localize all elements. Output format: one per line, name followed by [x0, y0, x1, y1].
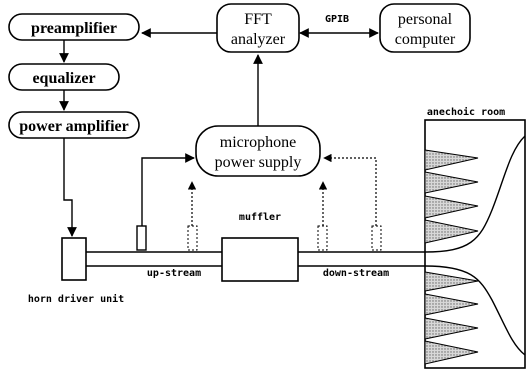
mic-label-line1: microphone — [220, 134, 296, 151]
preamplifier-block: preamplifier — [8, 13, 140, 41]
upstream-label: up-stream — [147, 268, 201, 279]
power-amplifier-block: power amplifier — [8, 111, 140, 139]
preamplifier-label: preamplifier — [31, 20, 117, 37]
muffler-label: muffler — [239, 212, 281, 223]
horn-driver-label: horn driver unit — [28, 293, 124, 305]
muffler-chamber — [221, 237, 299, 282]
upstream-microphone-dotted — [187, 225, 198, 251]
personal-computer-block: personal computer — [379, 3, 471, 53]
downstream-dotted-feed-2 — [323, 153, 377, 226]
duct — [86, 251, 425, 267]
equalizer-label: equalizer — [32, 70, 95, 87]
anechoic-room-label: anechoic room — [427, 106, 505, 118]
pc-label-line2: computer — [395, 31, 456, 48]
power-amplifier-label: power amplifier — [19, 118, 128, 135]
gpib-label: GPIB — [325, 14, 349, 25]
downstream-label: down-stream — [323, 268, 389, 279]
downstream-microphone-dotted-2 — [371, 225, 382, 251]
fft-label-line2: analyzer — [231, 31, 286, 48]
downstream-microphone-dotted-1 — [317, 225, 328, 251]
anechoic-wedges — [424, 149, 479, 365]
pc-label-line1: personal — [398, 11, 453, 28]
fft-analyzer-block: FFT analyzer — [216, 3, 300, 53]
mic-label-line2: power supply — [215, 154, 302, 171]
anechoic-room — [424, 119, 526, 369]
horn-flare-lower — [424, 265, 526, 356]
microphone-power-supply-block: microphone power supply — [195, 125, 321, 177]
upstream-microphone-solid — [136, 225, 147, 251]
fft-label-line1: FFT — [244, 11, 272, 28]
equalizer-block: equalizer — [8, 63, 120, 91]
upstream-mic-feed-arrow — [141, 153, 195, 226]
horn-flare-upper — [424, 135, 526, 253]
horn-driver-unit — [61, 237, 87, 281]
amp-to-driver-arrow — [63, 138, 77, 237]
